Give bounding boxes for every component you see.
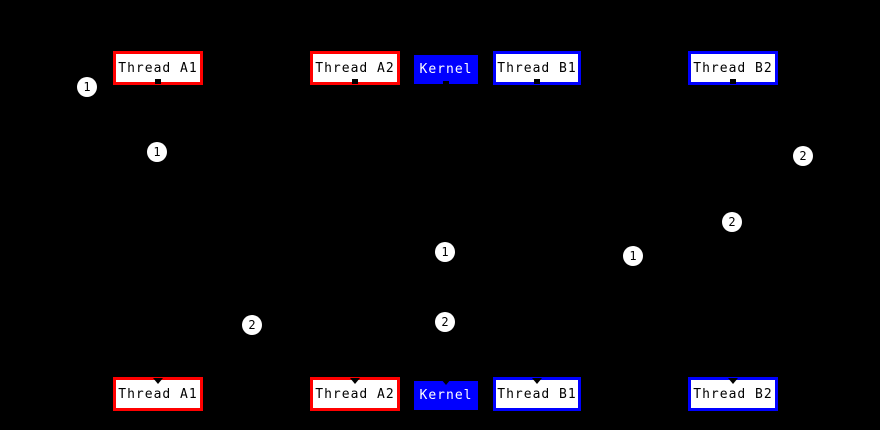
- lifeline-stub: [443, 81, 449, 86]
- lane-box-thread-b2-bottom: Thread B2: [688, 377, 778, 411]
- lane-box-thread-b1-top: Thread B1: [493, 51, 581, 85]
- sequence-marker-1: 1: [435, 242, 455, 262]
- lane-box-thread-a1-bottom: Thread A1: [113, 377, 203, 411]
- lane-label: Thread A2: [315, 386, 395, 402]
- lane-box-thread-a1-top: Thread A1: [113, 51, 203, 85]
- lane-label: Thread B1: [497, 386, 577, 402]
- lifeline-stub: [532, 378, 542, 384]
- lane-label: Thread B1: [497, 60, 577, 76]
- lane-box-thread-b2-top: Thread B2: [688, 51, 778, 85]
- lane-box-kernel-bottom: Kernel: [414, 379, 478, 410]
- sequence-marker-1: 1: [77, 77, 97, 97]
- lane-label: Thread A1: [118, 60, 198, 76]
- lifeline-stub: [350, 378, 360, 384]
- lane-label: Thread A1: [118, 386, 198, 402]
- lane-label: Kernel: [419, 62, 473, 77]
- lane-label: Thread B2: [693, 386, 773, 402]
- lifeline-stub: [534, 79, 540, 84]
- lane-box-thread-b1-bottom: Thread B1: [493, 377, 581, 411]
- sequence-marker-2: 2: [242, 315, 262, 335]
- sequence-marker-1: 1: [623, 246, 643, 266]
- lane-box-thread-a2-top: Thread A2: [310, 51, 400, 85]
- lifeline-stub: [441, 379, 451, 385]
- lifeline-stub: [728, 378, 738, 384]
- lane-box-kernel-top: Kernel: [414, 55, 478, 86]
- lane-label: Thread B2: [693, 60, 773, 76]
- lifeline-stub: [730, 79, 736, 84]
- lifeline-stub: [153, 378, 163, 384]
- sequence-marker-2: 2: [435, 312, 455, 332]
- lane-box-thread-a2-bottom: Thread A2: [310, 377, 400, 411]
- sequence-marker-2: 2: [793, 146, 813, 166]
- sequence-marker-2: 2: [722, 212, 742, 232]
- lifeline-stub: [352, 79, 358, 84]
- sequence-marker-1: 1: [147, 142, 167, 162]
- lifeline-stub: [155, 79, 161, 84]
- lane-label: Kernel: [419, 388, 473, 403]
- lane-label: Thread A2: [315, 60, 395, 76]
